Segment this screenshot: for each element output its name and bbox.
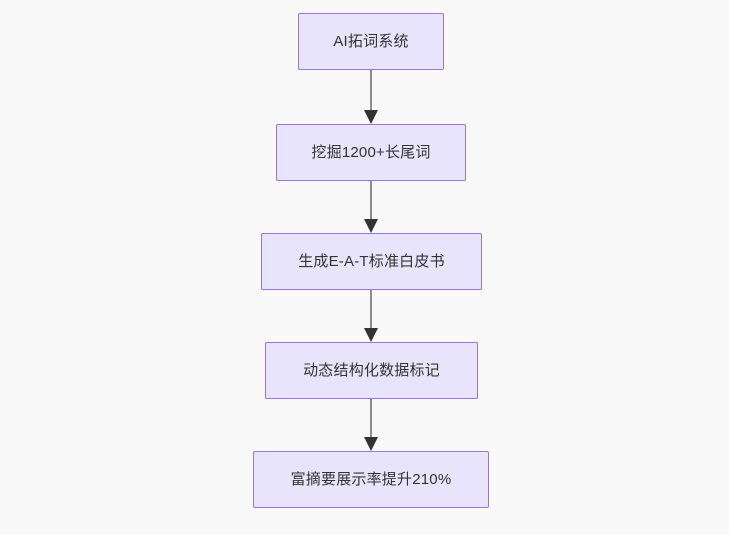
flowchart-node-n5[interactable]: 富摘要展示率提升210% <box>253 451 489 508</box>
flowchart-node-n3[interactable]: 生成E-A-T标准白皮书 <box>261 233 482 290</box>
node-label: 富摘要展示率提升210% <box>290 470 452 488</box>
node-label: 动态结构化数据标记 <box>303 361 440 379</box>
edge-n4-n5 <box>364 399 378 451</box>
arrowhead-icon <box>364 328 378 342</box>
edge-n2-n3 <box>364 181 378 233</box>
edge-n3-n4 <box>364 290 378 342</box>
arrowhead-icon <box>364 219 378 233</box>
flowchart-node-n4[interactable]: 动态结构化数据标记 <box>265 342 478 399</box>
node-label: 挖掘1200+长尾词 <box>311 143 431 161</box>
node-label: AI拓词系统 <box>333 32 409 50</box>
arrowhead-icon <box>364 437 378 451</box>
edge-n1-n2 <box>364 70 378 124</box>
arrowhead-icon <box>364 110 378 124</box>
node-label: 生成E-A-T标准白皮书 <box>298 252 445 270</box>
flowchart-node-n1[interactable]: AI拓词系统 <box>298 13 444 70</box>
flowchart-node-n2[interactable]: 挖掘1200+长尾词 <box>276 124 466 181</box>
